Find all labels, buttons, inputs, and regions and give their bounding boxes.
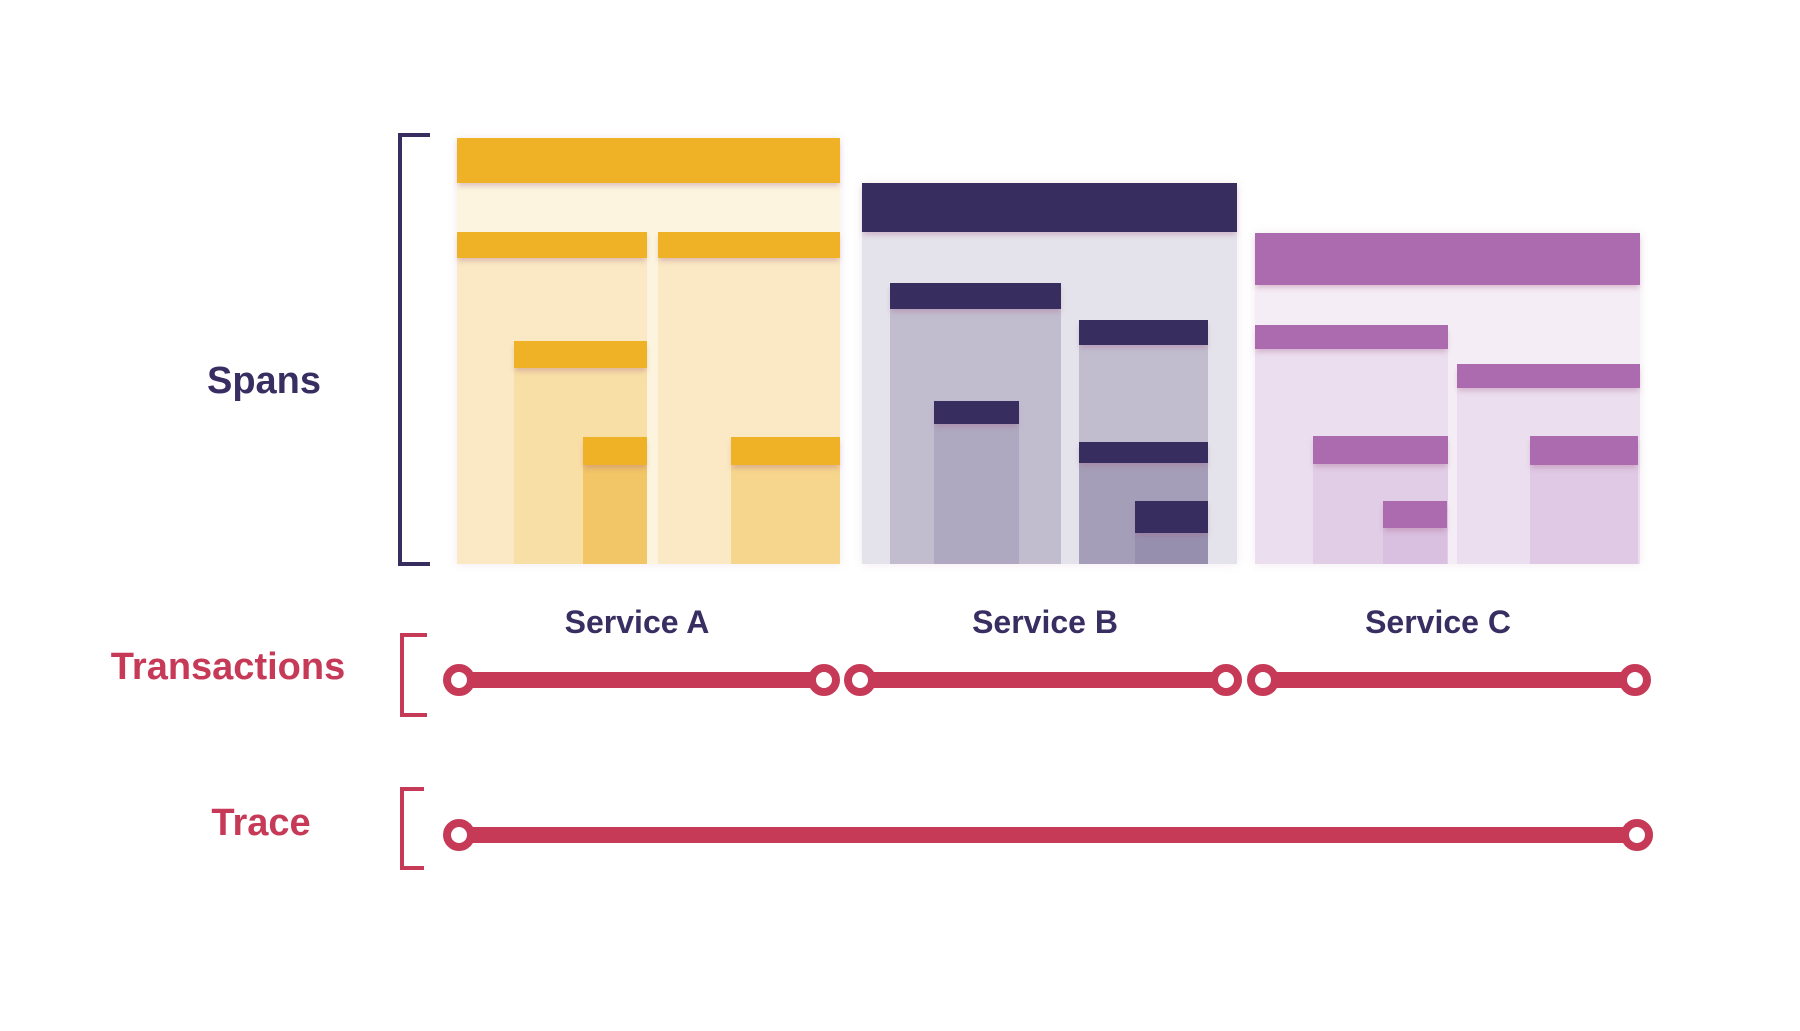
service-block-c [1255,233,1640,564]
span-bar-b-5 [1135,501,1208,533]
transaction-line-1 [459,672,824,688]
transaction-endpoint-2-start [844,664,876,696]
transactions-label: Transactions [110,646,346,688]
spans-bracket [398,133,430,566]
service-block-b [862,183,1237,564]
trace-bracket [400,787,424,870]
span-bar-a-1 [457,232,647,258]
transaction-endpoint-2-end [1210,664,1242,696]
span-body-b-3 [934,424,1019,564]
span-body-b-5 [1135,533,1208,564]
span-body-a-5 [731,465,840,564]
service-block-a [457,138,840,564]
span-bar-c-4 [1530,436,1638,465]
span-bar-a-2 [658,232,840,258]
span-bar-a-5 [731,437,840,465]
span-bar-b-2 [1079,320,1208,345]
span-body-c-5 [1383,528,1447,564]
trace-line-1 [459,827,1637,843]
root-span-bar-c [1255,233,1640,285]
trace-endpoint-1-end [1621,819,1653,851]
span-bar-b-4 [1079,442,1208,463]
transaction-endpoint-1-start [443,664,475,696]
trace-endpoint-1-start [443,819,475,851]
span-body-c-4 [1530,465,1638,564]
span-body-a-4 [583,465,647,564]
span-bar-a-3 [514,341,647,368]
span-bar-b-3 [934,401,1019,424]
transaction-endpoint-1-end [808,664,840,696]
span-bar-c-5 [1383,501,1447,528]
span-bar-a-4 [583,437,647,465]
span-bar-c-1 [1255,325,1448,349]
service-label-a: Service A [564,604,710,640]
transactions-bracket [400,633,427,717]
transaction-endpoint-3-end [1619,664,1651,696]
transaction-line-3 [1263,672,1635,688]
span-bar-c-3 [1313,436,1448,464]
transaction-line-2 [860,672,1226,688]
trace-label: Trace [211,802,311,844]
root-span-bar-b [862,183,1237,232]
root-span-bar-a [457,138,840,183]
span-bar-c-2 [1457,364,1640,388]
transaction-endpoint-3-start [1247,664,1279,696]
span-bar-b-1 [890,283,1061,309]
service-label-c: Service C [1365,604,1511,640]
spans-label: Spans [206,360,322,402]
service-label-b: Service B [972,604,1118,640]
